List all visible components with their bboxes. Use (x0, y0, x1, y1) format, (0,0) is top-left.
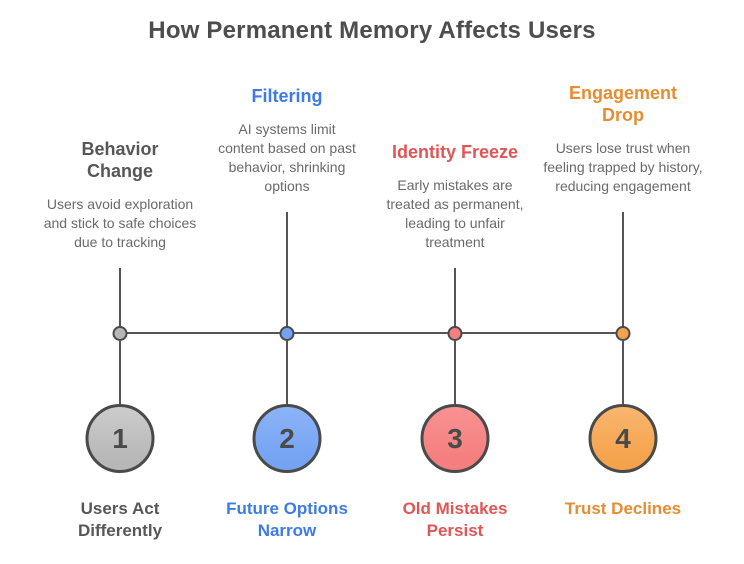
step-number: 4 (615, 422, 631, 454)
step-number-circle: 2 (252, 404, 322, 473)
item-heading: Identity Freeze (391, 142, 519, 162)
item-heading: Behavior Change (81, 139, 159, 181)
item-text-block: Engagement Drop Users lose trust when fe… (539, 82, 707, 196)
timeline-axis (120, 332, 624, 334)
item-heading: Engagement Drop (568, 83, 678, 125)
connector-line-down (119, 340, 121, 406)
step-number: 1 (112, 422, 128, 454)
timeline-dot (112, 326, 128, 341)
connector-line-down (286, 340, 288, 406)
timeline-item: Identity Freeze Early mistakes are treat… (371, 0, 539, 564)
item-label-text: Future Options Narrow (226, 499, 348, 540)
item-text-block: Behavior Change Users avoid exploration … (36, 138, 204, 252)
timeline-dot (615, 326, 631, 341)
step-number: 3 (447, 422, 463, 454)
step-number-circle: 3 (420, 404, 490, 473)
item-label: Old Mistakes Persist (371, 498, 539, 542)
item-description: Users avoid exploration and stick to saf… (43, 196, 197, 250)
timeline-item: Behavior Change Users avoid exploration … (36, 0, 204, 564)
item-label-text: Users Act Differently (77, 499, 163, 540)
item-label: Trust Declines (539, 498, 707, 520)
item-label-text: Old Mistakes Persist (402, 499, 508, 540)
step-number: 2 (279, 422, 295, 454)
item-description: Early mistakes are treated as permanent,… (386, 177, 524, 250)
item-description: AI systems limit content based on past b… (218, 121, 356, 194)
step-number-circle: 1 (85, 404, 155, 473)
item-heading: Filtering (251, 86, 323, 106)
timeline-item: Engagement Drop Users lose trust when fe… (539, 0, 707, 564)
connector-line-up (119, 268, 121, 332)
item-label-text: Trust Declines (564, 499, 682, 518)
item-description: Users lose trust when feeling trapped by… (543, 140, 703, 194)
item-text-block: Identity Freeze Early mistakes are treat… (371, 141, 539, 252)
item-text-block: Filtering AI systems limit content based… (203, 85, 371, 196)
connector-line-up (454, 268, 456, 332)
step-number-circle: 4 (588, 404, 658, 473)
connector-line-up (622, 212, 624, 332)
item-label: Users Act Differently (36, 498, 204, 542)
connector-line-down (454, 340, 456, 406)
connector-line-down (622, 340, 624, 406)
item-label: Future Options Narrow (203, 498, 371, 542)
timeline-item: Filtering AI systems limit content based… (203, 0, 371, 564)
connector-line-up (286, 212, 288, 332)
timeline-dot (447, 326, 463, 341)
timeline-dot (279, 326, 295, 341)
page-title: How Permanent Memory Affects Users (148, 17, 596, 44)
